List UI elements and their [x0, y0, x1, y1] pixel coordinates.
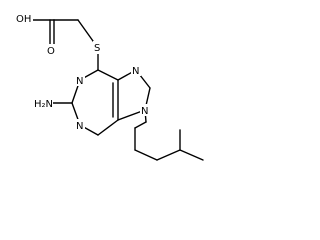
bond-c6-c5-outer — [97, 69, 119, 81]
bond-lines — [30, 19, 204, 161]
chemical-structure-diagram: OH O S N N N N H₂N — [15, 12, 204, 161]
atom-n3: N — [76, 121, 83, 132]
atom-n7: N — [132, 66, 139, 77]
bond-chain-1 — [134, 121, 147, 129]
atom-n9: N — [141, 106, 148, 117]
atom-sulfur: S — [94, 43, 100, 54]
atom-labels: OH O S N N N N H₂N — [15, 12, 150, 132]
atom-amino: H₂N — [34, 99, 53, 110]
atom-o-carbonyl: O — [47, 46, 55, 57]
bond-chain-4 — [156, 149, 181, 161]
atom-oh: OH — [16, 14, 31, 25]
bond-methyl-right — [179, 149, 204, 161]
atom-n1: N — [76, 76, 83, 87]
bond-c4-c5 — [97, 119, 119, 136]
bond-chain-3 — [134, 149, 158, 161]
